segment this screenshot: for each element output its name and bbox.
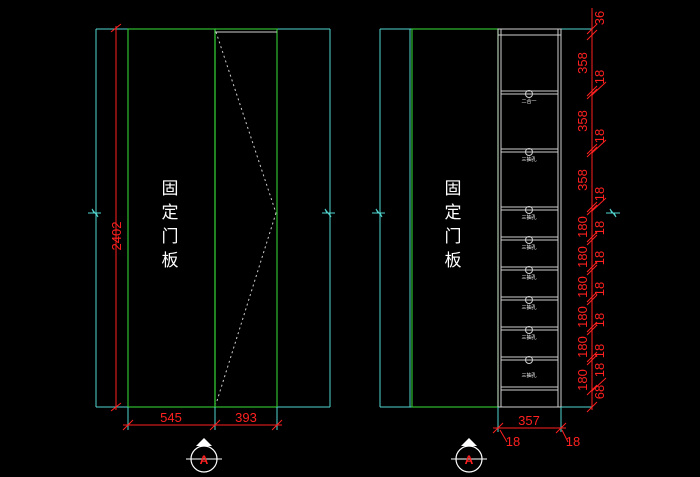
section-mark-a: A xyxy=(451,438,487,473)
leaders xyxy=(591,81,607,392)
shelf-label: 二合一 xyxy=(521,98,536,105)
dim-36: 36 xyxy=(592,11,607,25)
shelf-boards xyxy=(501,90,558,391)
dim-180: 180 xyxy=(575,306,590,328)
panel-label-char: 固 xyxy=(162,179,179,199)
pull-icon xyxy=(525,266,533,274)
panel-label-char: 板 xyxy=(445,251,462,271)
dim-tick xyxy=(122,419,134,431)
dim-tick xyxy=(110,402,122,412)
panel-label-char: 定 xyxy=(162,203,179,223)
door-panel xyxy=(214,28,278,408)
dim-180: 180 xyxy=(575,369,590,391)
dim-180: 180 xyxy=(575,276,590,298)
side-dim-18: 18 xyxy=(566,434,580,449)
shelf-label: 三抽孔 xyxy=(521,274,536,281)
dim-tick xyxy=(110,23,122,33)
center-mark xyxy=(372,208,385,218)
pull-icon xyxy=(525,326,533,334)
panel-label-char: 板 xyxy=(162,251,179,271)
dim-358: 358 xyxy=(575,110,590,132)
leader xyxy=(499,429,508,443)
shelf-cabinet xyxy=(497,28,562,408)
pull-icon xyxy=(525,90,533,98)
width-dimension-a: 545 xyxy=(160,410,182,425)
panel-label-char: 门 xyxy=(162,227,179,247)
dim-18: 18 xyxy=(592,282,607,296)
pull-icon xyxy=(525,356,533,364)
panel-label-char: 门 xyxy=(445,227,462,247)
dim-180: 180 xyxy=(575,246,590,268)
leader xyxy=(561,429,569,443)
door-swing-line xyxy=(215,212,277,405)
shelf-label: 三抽孔 xyxy=(521,334,536,341)
shelf-label: 三抽孔 xyxy=(521,244,536,251)
dim-18: 18 xyxy=(592,129,607,143)
dim-tick xyxy=(209,419,221,431)
section-mark-label: A xyxy=(200,453,209,467)
pull-icon xyxy=(525,296,533,304)
dim-18: 18 xyxy=(592,363,607,377)
dim-358: 358 xyxy=(575,52,590,74)
left-elevation: 固 定 门 板 2402 545 393 A xyxy=(88,23,335,473)
width-dimension-b: 393 xyxy=(235,410,257,425)
dim-18: 18 xyxy=(592,251,607,265)
dim-tick xyxy=(492,422,504,434)
center-mark xyxy=(606,208,620,218)
dim-180: 180 xyxy=(575,336,590,358)
pull-icon xyxy=(525,236,533,244)
dim-358: 358 xyxy=(575,169,590,191)
dim-18: 18 xyxy=(592,344,607,358)
shelf-label: 三抽孔 xyxy=(521,214,536,221)
dim-18: 18 xyxy=(592,70,607,84)
pull-icon xyxy=(525,148,533,156)
dim-tick xyxy=(555,422,567,434)
height-dimension: 2402 xyxy=(109,222,124,251)
panel-label-char: 固 xyxy=(445,179,462,199)
pull-icon xyxy=(525,206,533,214)
center-mark xyxy=(88,208,101,218)
shelf-label: 三抽孔 xyxy=(521,372,536,379)
dim-68: 68 xyxy=(592,385,607,399)
panel-label-char: 定 xyxy=(445,203,462,223)
door-swing-line xyxy=(215,31,277,214)
section-mark-label: A xyxy=(465,453,474,467)
dim-ticks xyxy=(586,23,598,413)
right-elevation: 二合一 三抽孔 三抽孔 三抽孔 三抽孔 三抽孔 三抽孔 三抽孔 固 定 门 板 xyxy=(372,8,620,473)
side-dim-18: 18 xyxy=(506,434,520,449)
shelf-label: 三抽孔 xyxy=(521,304,536,311)
dim-180: 180 xyxy=(575,216,590,238)
dim-tick xyxy=(271,419,283,431)
shelf-label: 三抽孔 xyxy=(521,156,536,163)
width-dimension: 357 xyxy=(518,413,540,428)
drawer-pulls xyxy=(525,90,533,364)
dim-18: 18 xyxy=(592,187,607,201)
dim-18: 18 xyxy=(592,221,607,235)
dim-18: 18 xyxy=(592,313,607,327)
section-mark-a: A xyxy=(186,438,222,473)
center-mark xyxy=(322,208,335,218)
